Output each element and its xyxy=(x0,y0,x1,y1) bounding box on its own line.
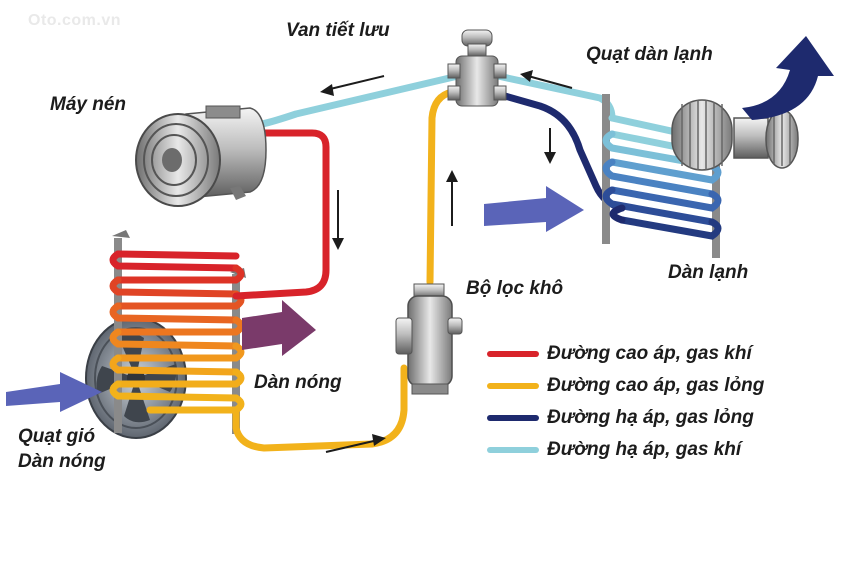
flow-arrows xyxy=(320,70,573,453)
line-compressor-to-condenser xyxy=(232,129,330,300)
line-valve-to-compressor xyxy=(258,72,462,128)
compressor-label: Máy nén xyxy=(50,94,127,115)
line-drier-to-valve xyxy=(426,86,466,286)
legend-swatch xyxy=(487,447,539,453)
blower-fan-icon xyxy=(671,99,799,171)
condenser-icon xyxy=(109,230,246,434)
condenser-fan-label-line1: Quạt gió xyxy=(18,426,96,447)
air-inflow-condenser-arrow xyxy=(6,372,102,412)
legend-label: Đường hạ áp, gas khí xyxy=(547,439,742,460)
condenser-fan-icon xyxy=(85,317,187,439)
legend-item: Đường cao áp, gas khí xyxy=(487,338,764,370)
legend-swatch xyxy=(487,351,539,357)
compressor-icon xyxy=(135,105,267,207)
line-condenser-to-drier xyxy=(232,364,408,452)
receiver-drier-icon xyxy=(395,283,463,395)
expansion-valve-label: Van tiết lưu xyxy=(286,20,390,41)
legend-item: Đường cao áp, gas lỏng xyxy=(487,370,764,402)
receiver-drier-label: Bộ lọc khô xyxy=(466,278,564,299)
legend: Đường cao áp, gas khí Đường cao áp, gas … xyxy=(487,338,764,466)
air-inflow-evaporator-arrow xyxy=(484,186,584,232)
legend-item: Đường hạ áp, gas khí xyxy=(487,434,764,466)
condenser-fan-label-line2: Dàn nóng xyxy=(18,451,106,472)
legend-label: Đường cao áp, gas khí xyxy=(547,343,752,364)
hot-air-outflow-arrow xyxy=(242,300,316,356)
cold-air-outflow-arrow xyxy=(742,36,834,120)
expansion-valve-icon xyxy=(447,29,507,107)
legend-item: Đường hạ áp, gas lỏng xyxy=(487,402,764,434)
evaporator-label: Dàn lạnh xyxy=(668,262,749,283)
watermark: Oto.com.vn xyxy=(28,12,122,29)
evaporator-fan-label: Quạt dàn lạnh xyxy=(586,44,713,65)
condenser-label: Dàn nóng xyxy=(254,372,342,393)
legend-label: Đường hạ áp, gas lỏng xyxy=(547,407,754,428)
legend-swatch xyxy=(487,383,539,389)
legend-label: Đường cao áp, gas lỏng xyxy=(547,375,765,396)
legend-swatch xyxy=(487,415,539,421)
